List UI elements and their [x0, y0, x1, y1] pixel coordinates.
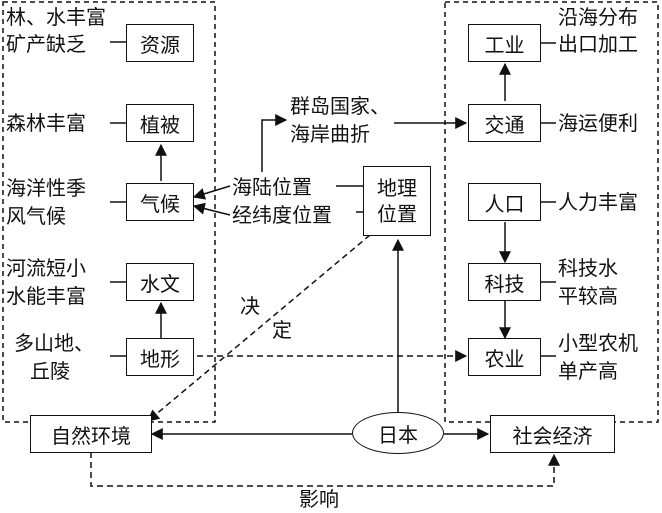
climate-desc-line1: 海洋性季: [6, 176, 86, 200]
agriculture-desc-line2: 单产高: [558, 359, 618, 383]
japan-oval: 日本: [352, 412, 444, 454]
resources-box: 资源: [126, 24, 194, 62]
islands-label-line1: 群岛国家、: [290, 94, 390, 118]
decide-label-char1: 决: [240, 294, 260, 318]
agriculture-box: 农业: [468, 338, 541, 376]
terrain-desc-line2: 丘陵: [30, 359, 70, 383]
geographic-location-line1: 地理: [377, 176, 417, 200]
arrow-sealand-climate: [192, 185, 231, 200]
industry-desc-line1: 沿海分布: [558, 5, 638, 29]
terrain-box: 地形: [126, 338, 194, 376]
industry-box: 工业: [468, 24, 541, 62]
population-box: 人口: [468, 183, 541, 221]
influence-label: 影响: [299, 487, 339, 511]
arrow-sealand-islands: [261, 114, 288, 172]
hydrology-desc-line1: 河流短小: [6, 256, 86, 280]
vegetation-box: 植被: [126, 104, 194, 142]
technology-box: 科技: [468, 263, 541, 301]
climate-desc-line2: 风气候: [6, 204, 66, 228]
transport-desc: 海运便利: [558, 111, 638, 135]
decide-label-char2: 定: [272, 318, 292, 342]
population-desc: 人力丰富: [558, 190, 638, 214]
climate-box: 气候: [126, 183, 194, 221]
arrow-environment-economy-influence: [90, 452, 560, 487]
geographic-location-box: 地理 位置: [363, 166, 431, 236]
islands-label-line2: 海岸曲折: [290, 122, 370, 146]
hydrology-desc-line2: 水能丰富: [6, 284, 86, 308]
transport-box: 交通: [468, 104, 541, 142]
resources-desc-line1: 林、水丰富: [6, 5, 106, 29]
arrow-latlon-climate: [192, 202, 231, 216]
lat-lon-position-label: 经纬度位置: [232, 203, 332, 227]
hydrology-box: 水文: [126, 263, 194, 301]
industry-desc-line2: 出口加工: [558, 32, 638, 56]
social-economy-box: 社会经济: [490, 415, 615, 453]
geographic-location-line2: 位置: [377, 202, 417, 226]
arrow-location-environment: [147, 234, 371, 422]
sea-land-position-label: 海陆位置: [232, 175, 312, 199]
terrain-desc-line1: 多山地、: [14, 331, 94, 355]
resources-desc-line2: 矿产缺乏: [6, 32, 86, 56]
technology-desc-line1: 科技水: [558, 256, 618, 280]
agriculture-desc-line1: 小型农机: [558, 331, 638, 355]
vegetation-desc: 森林丰富: [6, 111, 86, 135]
technology-desc-line2: 平较高: [558, 284, 618, 308]
natural-environment-box: 自然环境: [30, 415, 152, 453]
